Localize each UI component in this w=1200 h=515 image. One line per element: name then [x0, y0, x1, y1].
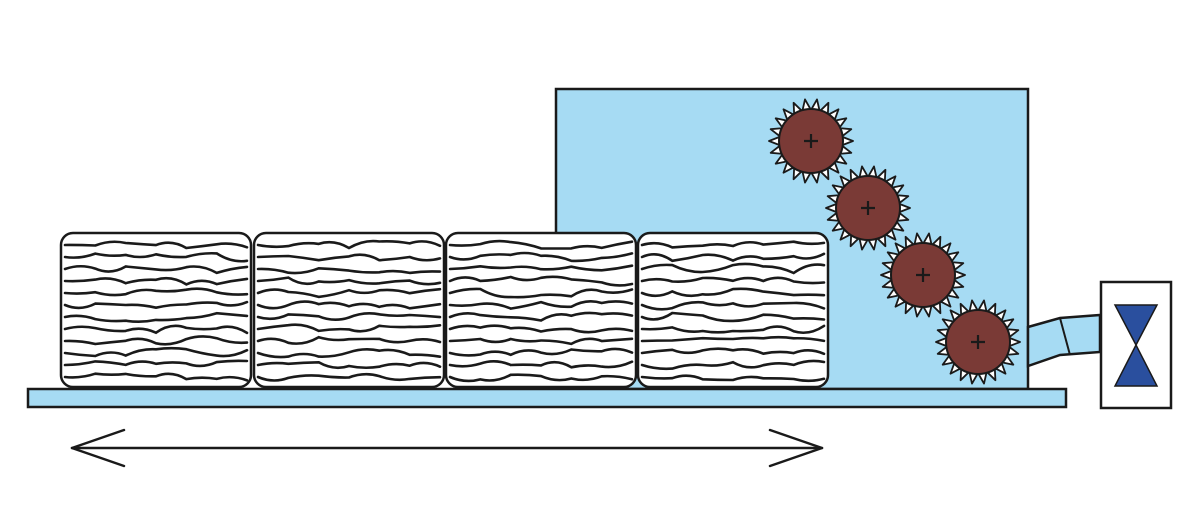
fiber-line	[256, 253, 442, 262]
fiber-line	[640, 240, 826, 249]
fiber-line	[63, 311, 249, 323]
fiber-line	[63, 335, 249, 346]
fiber-line	[63, 359, 249, 368]
fiber-line	[448, 275, 634, 287]
spiked-roller-icon	[768, 98, 854, 184]
fiber-line	[63, 240, 249, 250]
fiber-line	[640, 252, 826, 263]
fiber-line	[63, 264, 249, 275]
fiber-line	[448, 337, 634, 346]
fiber-line	[640, 262, 826, 275]
spiked-roller-icon	[825, 165, 911, 251]
fiber-line	[63, 372, 249, 382]
fiber-line	[640, 311, 826, 323]
fiber-line	[640, 374, 826, 383]
bale	[59, 231, 253, 389]
fiber-line	[448, 264, 634, 272]
fiber-line	[448, 287, 634, 299]
fiber-line	[256, 287, 442, 299]
fiber-line	[448, 299, 634, 310]
fiber-line	[63, 324, 249, 335]
fiber-line	[256, 323, 442, 333]
fiber-line	[448, 360, 634, 369]
fiber-line	[448, 324, 634, 334]
fiber-line	[256, 266, 442, 275]
discharge-duct	[1026, 313, 1102, 368]
fiber-line	[640, 359, 826, 371]
fiber-line	[640, 324, 826, 334]
spiked-roller-icon	[880, 232, 966, 318]
fiber-line	[63, 287, 249, 297]
fiber-line	[63, 346, 249, 358]
butterfly-valve-icon	[1113, 304, 1159, 387]
fiber-line	[256, 360, 442, 370]
bale	[636, 231, 830, 389]
fiber-line	[448, 311, 634, 322]
fiber-line	[256, 239, 442, 250]
conveyor-belt	[26, 387, 1068, 409]
bales-group	[59, 231, 830, 389]
fiber-line	[256, 372, 442, 382]
fiber-line	[256, 311, 442, 321]
fiber-line	[63, 276, 249, 286]
fiber-line	[448, 373, 634, 383]
fiber-line	[63, 251, 249, 263]
fiber-line	[256, 276, 442, 286]
fiber-line	[640, 335, 826, 343]
fiber-line	[448, 347, 634, 357]
double-headed-arrow-icon	[70, 428, 824, 468]
valve-box	[1099, 280, 1173, 410]
spiked-roller-icon	[935, 299, 1021, 385]
fiber-line	[256, 335, 442, 345]
bale	[252, 231, 446, 389]
fiber-line	[448, 239, 634, 250]
fiber-line	[63, 300, 249, 310]
fiber-line	[448, 251, 634, 263]
rollers-group	[768, 98, 1021, 385]
fiber-line	[256, 300, 442, 310]
bale	[444, 231, 638, 389]
fiber-line	[640, 287, 826, 298]
fiber-line	[256, 347, 442, 359]
fiber-line	[640, 347, 826, 356]
fiber-line	[640, 276, 826, 285]
fiber-line	[640, 300, 826, 311]
